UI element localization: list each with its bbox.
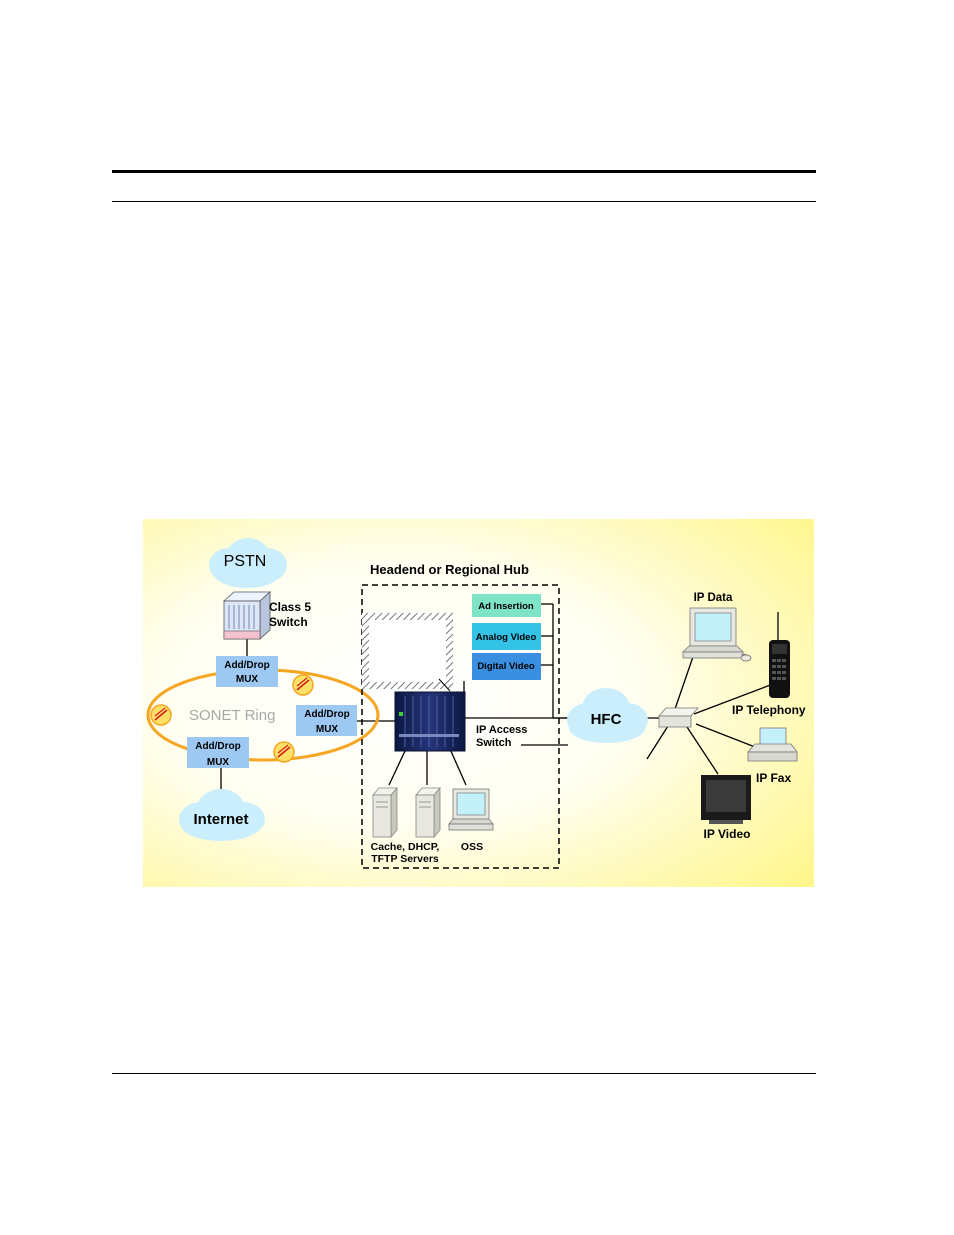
ip-data-label: IP Data xyxy=(694,592,733,604)
ring-node-top xyxy=(293,675,313,695)
service-ad-insertion-label: Ad Insertion xyxy=(478,601,534,612)
ip-video-label: IP Video xyxy=(704,827,751,841)
service-digital-video: Digital Video xyxy=(472,653,541,680)
servers-label-1: Cache, DHCP, xyxy=(371,841,440,853)
service-digital-video-label: Digital Video xyxy=(477,661,535,672)
oss-label: OSS xyxy=(461,841,483,853)
oss-computer-icon xyxy=(449,789,493,830)
internet-label: Internet xyxy=(193,811,248,828)
service-analog-video-label: Analog Video xyxy=(476,632,537,643)
sonet-ring-label: SONET Ring xyxy=(189,707,275,724)
mux-right-label-2: MUX xyxy=(316,724,339,735)
mux-right-label-1: Add/Drop xyxy=(304,709,350,720)
class5-switch-icon xyxy=(224,592,270,639)
headend-title: Headend or Regional Hub xyxy=(370,562,529,577)
header-rule-thin xyxy=(112,201,816,202)
hatched-panel xyxy=(362,613,453,689)
mux-top: Add/Drop MUX xyxy=(216,656,278,687)
mux-top-label-1: Add/Drop xyxy=(224,660,270,671)
hfc-label: HFC xyxy=(591,711,622,728)
mux-bottom-label-2: MUX xyxy=(207,757,230,768)
ip-telephony-label: IP Telephony xyxy=(732,703,806,717)
pstn-label: PSTN xyxy=(224,553,267,570)
network-diagram: SONET Ring PSTN Internet HFC xyxy=(143,519,814,887)
ring-node-bottom xyxy=(274,742,294,762)
ring-node-left xyxy=(151,705,171,725)
server-icon-dhcp xyxy=(416,788,440,837)
footer-rule xyxy=(112,1073,816,1074)
ip-access-switch-label-1: IP Access xyxy=(476,724,527,736)
servers-label-2: TFTP Servers xyxy=(371,853,439,865)
service-ad-insertion: Ad Insertion xyxy=(472,594,541,617)
service-analog-video: Analog Video xyxy=(472,623,541,650)
mux-bottom: Add/Drop MUX xyxy=(187,737,249,768)
header-rule-thick xyxy=(112,170,816,173)
mux-top-label-2: MUX xyxy=(236,674,259,685)
server-icon-cache xyxy=(373,788,397,837)
ip-access-switch-label-2: Switch xyxy=(476,737,512,749)
ip-access-switch-icon xyxy=(395,692,465,751)
mux-bottom-label-1: Add/Drop xyxy=(195,741,241,752)
class5-switch-label-1: Class 5 xyxy=(269,600,311,614)
ip-video-tv-icon xyxy=(701,775,751,824)
mux-right: Add/Drop MUX xyxy=(296,705,357,736)
class5-switch-label-2: Switch xyxy=(269,615,308,629)
ip-fax-label: IP Fax xyxy=(756,771,791,785)
